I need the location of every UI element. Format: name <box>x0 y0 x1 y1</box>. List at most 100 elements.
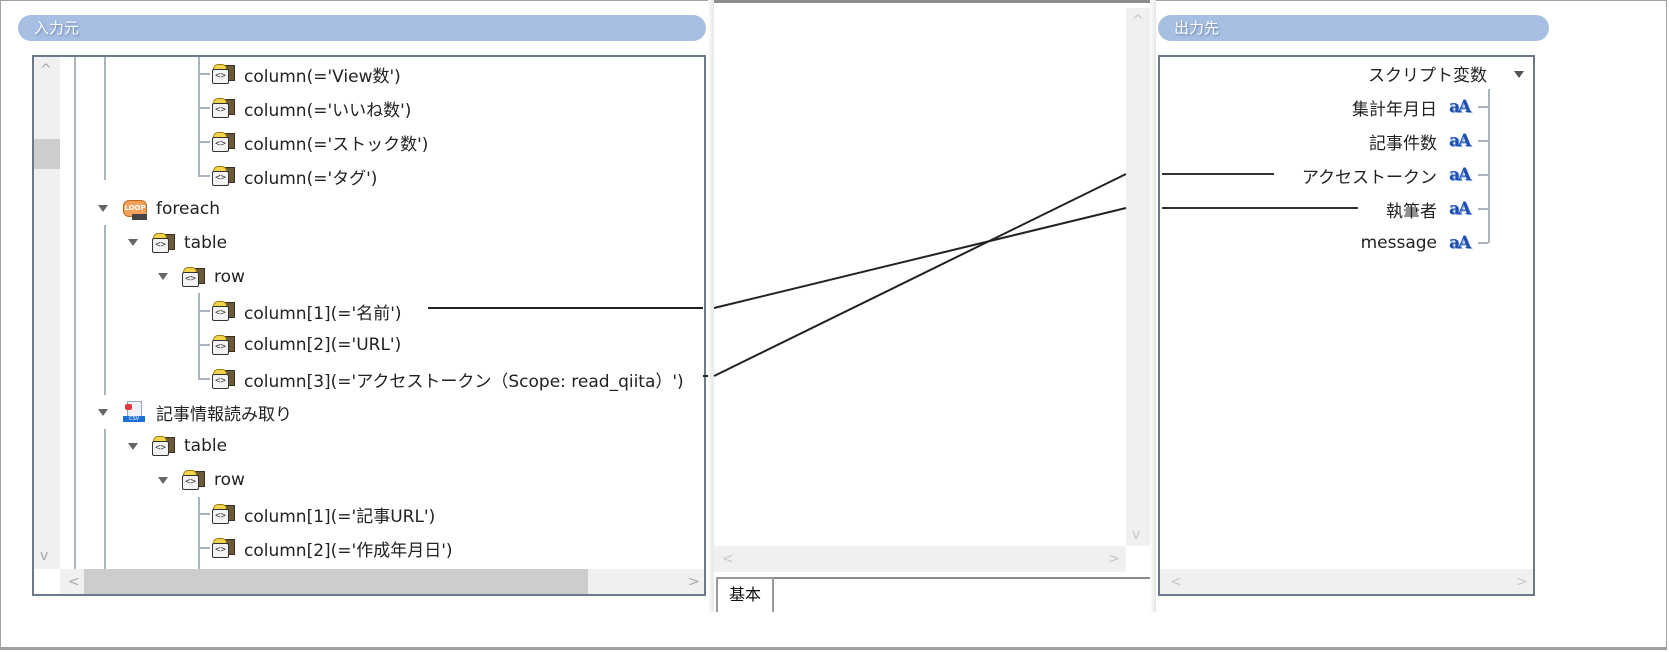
scroll-right-arrow[interactable]: > <box>1516 574 1528 590</box>
string-type-icon: aA <box>1449 165 1471 185</box>
mapping-area-top-border <box>714 0 1150 3</box>
tree-node-label: column[2](='作成年月日') <box>244 540 453 561</box>
tree-node[interactable]: <> column[2](='URL') <box>212 330 401 360</box>
tree-node-foreach[interactable]: LOOP foreach <box>122 194 220 224</box>
csv-file-icon: CSV <box>122 401 148 423</box>
tree-guide-line <box>198 547 210 549</box>
scroll-up-arrow[interactable]: ^ <box>1132 13 1144 29</box>
tab-label: 基本 <box>728 585 761 604</box>
tree-node-row[interactable]: <> row <box>182 465 245 495</box>
xml-element-icon: <> <box>182 470 205 490</box>
tree-node-label: foreach <box>156 199 220 219</box>
expand-toggle-icon[interactable] <box>1514 71 1524 78</box>
tree-node-label: column[1](='記事URL') <box>244 506 436 527</box>
tree-guide-line <box>1478 106 1488 108</box>
tree-node[interactable]: <> column[1](='記事URL') <box>212 499 435 529</box>
tree-node-table[interactable]: <> table <box>152 228 227 258</box>
expand-toggle-icon[interactable] <box>98 205 108 212</box>
tree-node-script-variables[interactable]: スクリプト変数 <box>1368 58 1487 88</box>
tree-node-label: column[2](='URL') <box>244 335 402 355</box>
tree-guide-line <box>198 293 200 379</box>
xml-element-icon: <> <box>212 132 235 152</box>
tree-node-label: 記事情報読み取り <box>156 404 292 425</box>
tree-node-label: row <box>214 267 245 287</box>
tree-node[interactable]: <> column[2](='作成年月日') <box>212 533 453 563</box>
tree-guide-line <box>1478 174 1488 176</box>
tree-node[interactable]: <> column(='いいね数') <box>212 93 411 123</box>
expand-toggle-icon[interactable] <box>128 443 138 450</box>
tree-node-label: アクセストークン <box>1301 167 1437 188</box>
source-pane-title: 入力元 <box>34 19 80 37</box>
tree-node[interactable]: <> column(='ストック数') <box>212 127 428 157</box>
right-splitter[interactable] <box>1150 0 1156 612</box>
xml-element-icon: <> <box>212 166 235 186</box>
tree-node-label: row <box>214 470 245 490</box>
tree-guide-line <box>1478 140 1488 142</box>
source-horizontal-scrollbar[interactable]: < > <box>60 569 704 594</box>
horizontal-scroll-thumb[interactable] <box>84 569 588 594</box>
tab-basic[interactable]: 基本 <box>716 577 774 612</box>
expand-toggle-icon[interactable] <box>158 273 168 280</box>
scroll-down-arrow[interactable]: v <box>1132 527 1141 543</box>
tree-guide-line <box>198 175 210 177</box>
tree-node-variable[interactable]: 記事件数 aA <box>1369 126 1471 156</box>
tree-node-label: column[3](='アクセストークン（Scope: read_qiita）'… <box>244 371 684 392</box>
tree-guide-line <box>198 107 210 109</box>
expand-toggle-icon[interactable] <box>158 477 168 484</box>
tree-node-label: 記事件数 <box>1369 133 1437 154</box>
scroll-up-arrow[interactable]: ^ <box>40 62 52 78</box>
tree-node[interactable]: <> column(='タグ') <box>212 161 377 191</box>
scroll-right-arrow[interactable]: > <box>688 574 700 590</box>
target-pane-title: 出力先 <box>1174 19 1220 37</box>
scroll-down-arrow[interactable]: v <box>40 548 49 564</box>
scroll-left-arrow[interactable]: < <box>68 574 80 590</box>
tree-node[interactable]: <> column[1](='名前') <box>212 296 402 326</box>
vertical-scroll-thumb[interactable] <box>34 139 60 169</box>
tree-guide-line <box>198 141 210 143</box>
left-splitter[interactable] <box>708 0 714 612</box>
tab-bar-line <box>774 577 1150 579</box>
mapping-canvas[interactable]: ^ v < > <box>714 8 1150 572</box>
tree-guide-line <box>1478 208 1488 210</box>
tree-node-label: column(='ストック数') <box>244 134 429 155</box>
tree-guide-line <box>198 513 210 515</box>
string-type-icon: aA <box>1449 233 1471 253</box>
source-pane-header: 入力元 <box>18 15 706 41</box>
tree-node-label: message <box>1360 233 1437 253</box>
loop-icon: LOOP <box>122 198 148 220</box>
expand-toggle-icon[interactable] <box>128 239 138 246</box>
source-vertical-scrollbar[interactable]: ^ v <box>34 57 60 569</box>
tree-guide-line <box>1478 242 1488 244</box>
source-tree[interactable]: ^ v < > <> column(='View数') <> column(='… <box>32 55 706 596</box>
tree-guide-line <box>198 73 210 75</box>
scroll-right-arrow[interactable]: > <box>1108 551 1120 567</box>
tree-node-label: 執筆者 <box>1386 201 1437 222</box>
tree-guide-line <box>198 57 200 176</box>
target-tree[interactable]: < > スクリプト変数 集計年月日 aA 記事件数 aA アクセストークン aA… <box>1158 55 1535 596</box>
tree-guide-line <box>198 378 210 380</box>
expand-toggle-icon[interactable] <box>98 409 108 416</box>
tree-node-row[interactable]: <> row <box>182 262 245 292</box>
string-type-icon: aA <box>1449 131 1471 151</box>
tree-node-label: 集計年月日 <box>1352 99 1437 120</box>
scroll-left-arrow[interactable]: < <box>722 551 734 567</box>
tree-guide-line <box>104 57 106 180</box>
tree-guide-line <box>198 310 210 312</box>
target-horizontal-scrollbar[interactable]: < > <box>1160 569 1533 594</box>
mapping-vertical-scrollbar[interactable]: ^ v <box>1126 8 1150 546</box>
tree-node-label: column(='いいね数') <box>244 100 412 121</box>
tree-node-variable[interactable]: 集計年月日 aA <box>1352 92 1471 122</box>
target-pane-header: 出力先 <box>1158 15 1549 41</box>
mapping-horizontal-scrollbar[interactable]: < > <box>714 546 1126 572</box>
tree-node-variable[interactable]: アクセストークン aA <box>1302 160 1471 190</box>
xml-element-icon: <> <box>212 538 235 558</box>
tree-node[interactable]: <> column[3](='アクセストークン（Scope: read_qiit… <box>212 364 684 394</box>
tree-node-csv-read[interactable]: CSV 記事情報読み取り <box>122 397 292 427</box>
scroll-left-arrow[interactable]: < <box>1170 574 1182 590</box>
tree-node-table[interactable]: <> table <box>152 431 227 461</box>
xml-element-icon: <> <box>212 335 235 355</box>
tree-node[interactable]: <> column(='View数') <box>212 59 401 89</box>
xml-element-icon: <> <box>212 301 235 321</box>
tree-node-variable[interactable]: 執筆者 aA <box>1386 194 1471 224</box>
tree-node-variable[interactable]: message aA <box>1360 228 1472 258</box>
